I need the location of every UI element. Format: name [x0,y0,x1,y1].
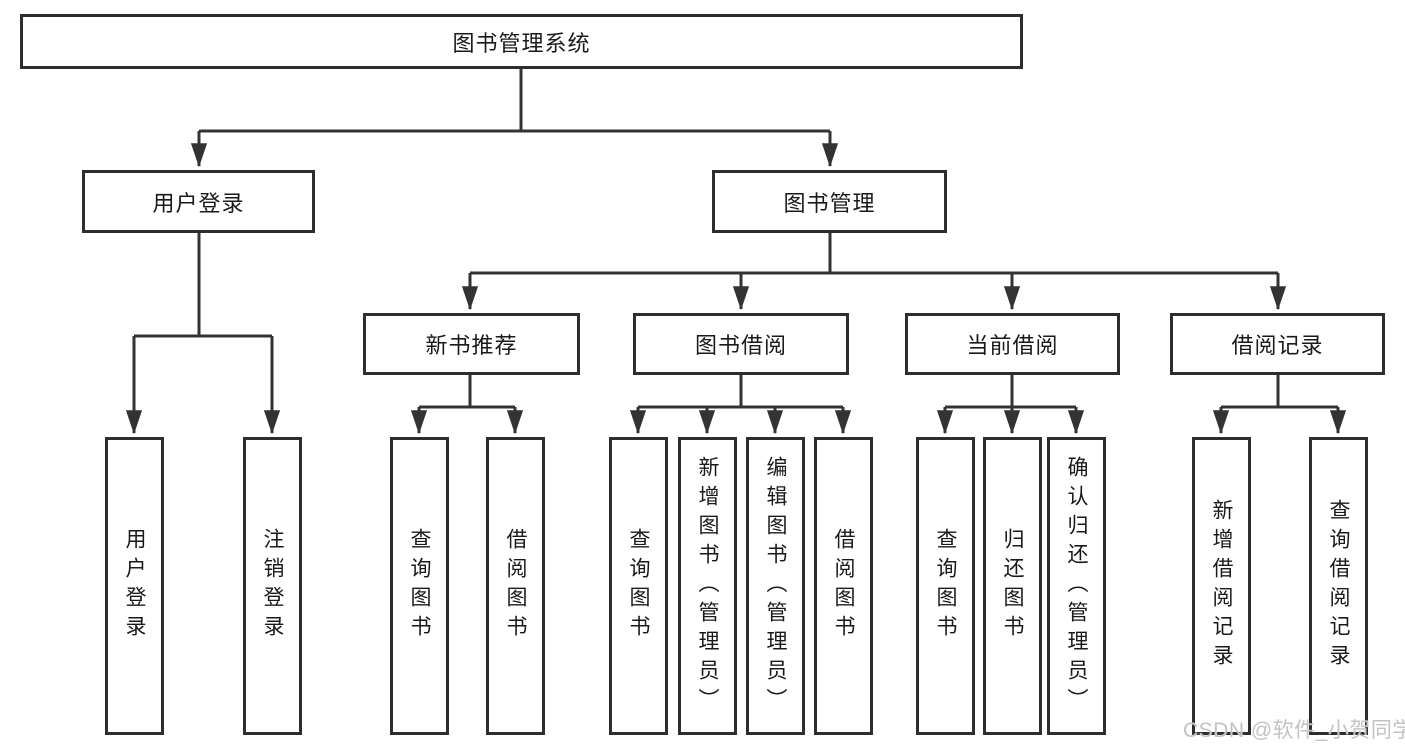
csdn-watermark: CSDN @软件_小贺同学 [1183,719,1405,742]
leaf-add-borrow-record: 新增借阅记录 [1192,437,1251,735]
leaf-return-books: 归还图书 [983,437,1042,735]
node-new-book-recommend: 新书推荐 [363,313,580,375]
leaf-user-login: 用户登录 [105,437,164,735]
leaf-borrow-books-newbook: 借阅图书 [486,437,545,735]
connector-root-to-level1 [190,69,839,168]
connector-login-to-leaves [125,233,281,435]
connector-management-to-level2 [461,233,1287,311]
leaf-confirm-return-admin: 确认归还（管理员） [1047,437,1106,735]
connector-current-to-leaves [936,375,1085,435]
leaf-query-books-borrow: 查询图书 [609,437,668,735]
connector-newbook-to-leaves [410,375,524,435]
connector-records-to-leaves [1212,375,1347,435]
node-library-management-system: 图书管理系统 [20,14,1023,69]
leaf-query-books-current: 查询图书 [916,437,975,735]
connector-borrow-to-leaves [629,375,852,435]
node-current-borrowing: 当前借阅 [905,313,1120,375]
node-book-management: 图书管理 [712,170,947,233]
leaf-logout: 注销登录 [243,437,302,735]
node-book-borrowing: 图书借阅 [633,313,849,375]
leaf-query-borrow-record: 查询借阅记录 [1309,437,1368,735]
leaf-borrow-books: 借阅图书 [814,437,873,735]
leaf-add-books-admin: 新增图书（管理员） [678,437,737,735]
leaf-query-books-newbook: 查询图书 [390,437,449,735]
node-user-login: 用户登录 [82,170,315,233]
leaf-edit-books-admin: 编辑图书（管理员） [746,437,805,735]
node-borrowing-records: 借阅记录 [1170,313,1385,375]
